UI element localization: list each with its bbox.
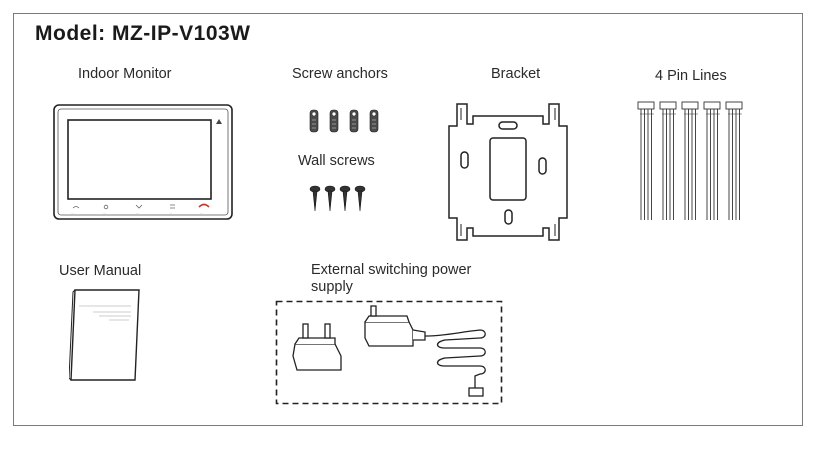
bracket-label: Bracket	[491, 66, 541, 82]
bracket-image	[443, 102, 573, 242]
screw-anchors-label: Screw anchors	[292, 66, 388, 82]
indoor-monitor-image: ......... ......	[53, 104, 233, 220]
package-contents-frame	[13, 13, 803, 426]
pin-lines-label: 4 Pin Lines	[655, 68, 727, 84]
screw-anchors-image	[306, 108, 384, 136]
user-manual-label: User Manual	[59, 263, 142, 279]
wall-screws-label: Wall screws	[298, 153, 375, 169]
user-manual-image	[69, 288, 141, 382]
svg-text:...: ...	[200, 211, 203, 215]
power-supply-image	[275, 300, 503, 406]
indoor-monitor-label: Indoor Monitor	[78, 66, 172, 82]
power-supply-label-line2: supply	[311, 279, 353, 295]
svg-text:...: ...	[71, 211, 74, 215]
model-title: Model: MZ-IP-V103W	[35, 22, 251, 45]
svg-text:...: ...	[169, 211, 172, 215]
power-supply-label-line1: External switching power	[311, 262, 472, 278]
pin-lines-image	[636, 100, 748, 222]
svg-text:...: ...	[103, 211, 106, 215]
svg-text:...: ...	[136, 211, 139, 215]
wall-screws-image	[309, 185, 369, 213]
